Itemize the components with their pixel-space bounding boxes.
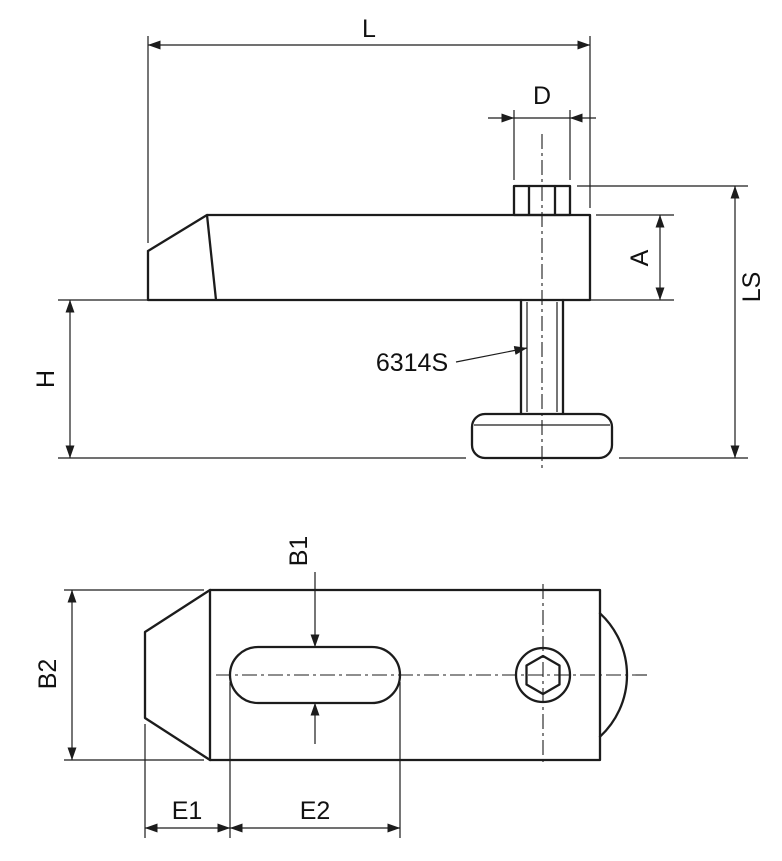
clamping-screw	[470, 184, 614, 460]
dimension-D: D	[488, 82, 596, 180]
hex-socket	[525, 654, 561, 696]
part-number-label: 6314S	[376, 349, 448, 377]
dimension-H: H	[32, 299, 674, 459]
swivel-foot-arc	[598, 612, 629, 738]
slot-outline	[228, 645, 402, 705]
dimension-A: A	[596, 214, 674, 301]
side-view: L D A LS H	[32, 15, 766, 471]
hex-head-facets	[527, 184, 557, 217]
clamp-body-side-outline	[146, 213, 592, 302]
dim-label-d: D	[533, 82, 551, 110]
hex-head-outline	[512, 184, 572, 217]
thread-minor-lines	[526, 302, 558, 412]
swivel-foot-outline	[470, 412, 614, 460]
clamp-body-plan-outline	[143, 588, 602, 762]
dim-label-b1: B1	[285, 536, 313, 567]
dim-label-l: L	[362, 15, 376, 43]
part-number-callout: 6314S	[376, 346, 528, 377]
dim-label-ls: LS	[738, 272, 766, 303]
dimension-E1: E1	[144, 682, 231, 838]
threaded-stud-outline	[519, 298, 565, 416]
nose-chamfer	[143, 588, 212, 762]
dim-label-e2: E2	[300, 797, 331, 825]
dimension-E2: E2	[229, 682, 401, 838]
dimension-B2: B2	[34, 589, 204, 761]
clamp-bar-outline	[146, 213, 592, 302]
leader-line	[455, 346, 528, 363]
dimension-B1: B1	[285, 536, 320, 744]
body-rectangle	[208, 588, 602, 762]
dim-label-e1: E1	[172, 797, 203, 825]
plan-view: B1 B2 E1 E2	[34, 536, 648, 838]
dim-label-b2: B2	[34, 659, 62, 690]
dimension-LS: LS	[577, 185, 766, 459]
dimension-L: L	[147, 15, 591, 243]
dim-label-a: A	[626, 249, 654, 266]
dim-label-h: H	[32, 370, 60, 388]
screw-head-circle	[514, 646, 572, 704]
